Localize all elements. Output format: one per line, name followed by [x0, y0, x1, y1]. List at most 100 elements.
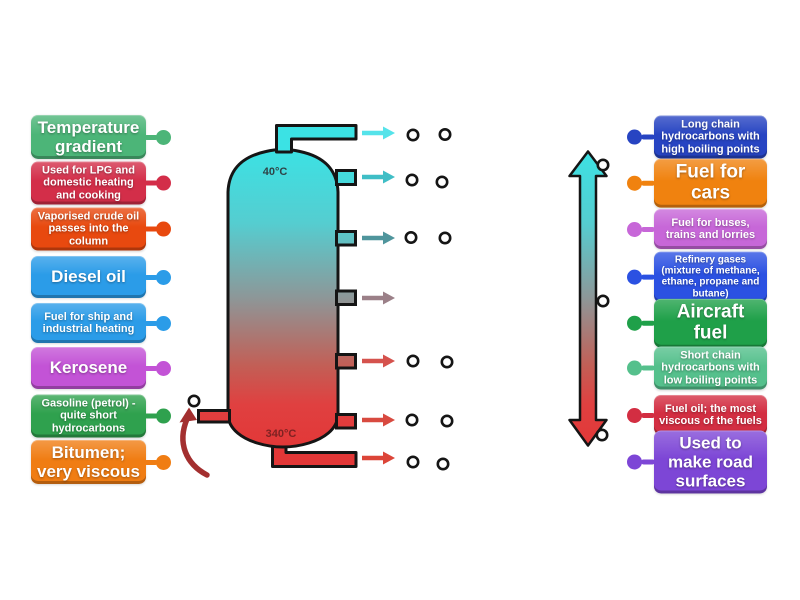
label-aircraft-fuel[interactable]: Aircraft fuel	[627, 298, 767, 348]
connector-dot	[156, 129, 171, 145]
connector-dot	[156, 360, 171, 376]
label-fuel-for-cars[interactable]: Fuel for cars	[627, 158, 767, 208]
answer-point[interactable]	[596, 158, 610, 172]
connector-line	[641, 459, 655, 465]
connector-line	[641, 412, 655, 418]
label-kerosene[interactable]: Kerosene	[31, 347, 171, 389]
connector-line	[641, 134, 655, 140]
column-outlet-stub	[335, 413, 357, 430]
connector-dot	[627, 454, 642, 470]
temp-label-top: 40°C	[263, 166, 288, 178]
connector-dot	[627, 360, 642, 376]
label-text: Fuel for ship and industrial heating	[42, 310, 135, 335]
answer-point[interactable]	[404, 231, 418, 245]
answer-point[interactable]	[405, 413, 419, 427]
label-text: Fuel for buses, trains and lorries	[665, 216, 756, 241]
connector-line	[144, 274, 158, 280]
flow-arrow	[362, 354, 395, 368]
answer-point[interactable]	[187, 394, 201, 408]
crude-oil-inlet-arrowhead	[179, 407, 197, 423]
column-outlet-stub	[335, 230, 357, 247]
label-text: Temperature gradient	[37, 117, 140, 156]
label-lpg-domestic-heating[interactable]: Used for LPG and domestic heating and co…	[31, 161, 171, 205]
connector-dot	[156, 269, 171, 285]
connector-dot	[627, 129, 642, 145]
label-temperature-gradient[interactable]: Temperature gradient	[31, 114, 171, 160]
answer-point[interactable]	[436, 457, 450, 471]
label-vaporised-crude-oil[interactable]: Vaporised crude oil passes into the colu…	[31, 207, 171, 251]
label-buses-trains-lorries[interactable]: Fuel for buses, trains and lorries	[627, 209, 767, 249]
column-outlet-stub	[335, 353, 357, 370]
label-text: Used for LPG and domestic heating and co…	[42, 164, 135, 202]
connector-line	[641, 365, 655, 371]
label-text: Long chain hydrocarbons with high boilin…	[661, 118, 760, 156]
answer-point[interactable]	[440, 414, 454, 428]
distillation-column	[226, 148, 340, 449]
label-ship-industrial-heating[interactable]: Fuel for ship and industrial heating	[31, 303, 171, 343]
label-text: Aircraft fuel	[676, 301, 745, 344]
column-inlet-stub	[197, 409, 231, 424]
connector-dot	[156, 221, 171, 237]
temp-label-bottom: 340°C	[266, 428, 297, 440]
label-text: Vaporised crude oil passes into the colu…	[37, 210, 140, 248]
connector-line	[641, 320, 655, 326]
connector-line	[144, 320, 158, 326]
answer-point[interactable]	[406, 455, 420, 469]
connector-dot	[156, 315, 171, 331]
label-text: Fuel oil; the most viscous of the fuels	[659, 402, 762, 427]
connector-line	[144, 459, 158, 465]
column-outlet-stub	[335, 169, 357, 186]
connector-dot	[627, 269, 642, 285]
connector-dot	[627, 175, 642, 191]
label-refinery-gases[interactable]: Refinery gases (mixture of methane, etha…	[627, 251, 767, 303]
label-text: Bitumen; very viscous	[36, 442, 140, 481]
label-short-chain-hydrocarbons[interactable]: Short chain hydrocarbons with low boilin…	[627, 346, 767, 390]
label-road-surfaces[interactable]: Used to make road surfaces	[627, 430, 767, 494]
flow-arrow	[362, 291, 395, 305]
connector-line	[144, 413, 158, 419]
flow-arrow	[362, 413, 395, 427]
connector-line	[144, 226, 158, 232]
label-bitumen[interactable]: Bitumen; very viscous	[31, 439, 171, 485]
label-text: Short chain hydrocarbons with low boilin…	[661, 349, 760, 387]
connector-line	[641, 180, 655, 186]
connector-line	[641, 226, 655, 232]
connector-line	[144, 365, 158, 371]
label-text: Used to make road surfaces	[667, 433, 754, 491]
answer-point[interactable]	[596, 294, 610, 308]
flow-arrow	[362, 231, 395, 245]
answer-point[interactable]	[406, 354, 420, 368]
label-fuel-oil[interactable]: Fuel oil; the most viscous of the fuels	[627, 395, 767, 435]
flow-arrow	[362, 170, 395, 184]
flow-arrow	[362, 451, 395, 465]
column-bottom-pipe	[271, 434, 358, 468]
label-text: Fuel for cars	[675, 161, 746, 204]
connector-line	[641, 274, 655, 280]
connector-dot	[627, 221, 642, 237]
label-text: Kerosene	[49, 358, 128, 378]
answer-point[interactable]	[438, 128, 452, 142]
connector-dot	[627, 315, 642, 331]
label-diesel-oil[interactable]: Diesel oil	[31, 256, 171, 298]
label-text: Gasoline (petrol) - quite short hydrocar…	[41, 397, 136, 435]
flow-arrow	[362, 126, 395, 140]
label-text: Diesel oil	[51, 267, 126, 287]
answer-point[interactable]	[595, 428, 609, 442]
label-text: Refinery gases (mixture of methane, etha…	[661, 254, 760, 300]
connector-dot	[156, 408, 171, 424]
label-gasoline-petrol[interactable]: Gasoline (petrol) - quite short hydrocar…	[31, 394, 171, 438]
crude-oil-inlet-arrow	[180, 416, 210, 478]
answer-point[interactable]	[435, 175, 449, 189]
answer-point[interactable]	[440, 355, 454, 369]
connector-dot	[156, 175, 171, 191]
connector-dot	[156, 454, 171, 470]
answer-point[interactable]	[405, 173, 419, 187]
answer-points	[187, 128, 610, 471]
answer-point[interactable]	[438, 231, 452, 245]
label-long-chain-hydrocarbons[interactable]: Long chain hydrocarbons with high boilin…	[627, 115, 767, 159]
column-outlet-stub	[335, 289, 357, 306]
connector-line	[144, 134, 158, 140]
column-top-pipe	[275, 124, 358, 154]
answer-point[interactable]	[406, 128, 420, 142]
